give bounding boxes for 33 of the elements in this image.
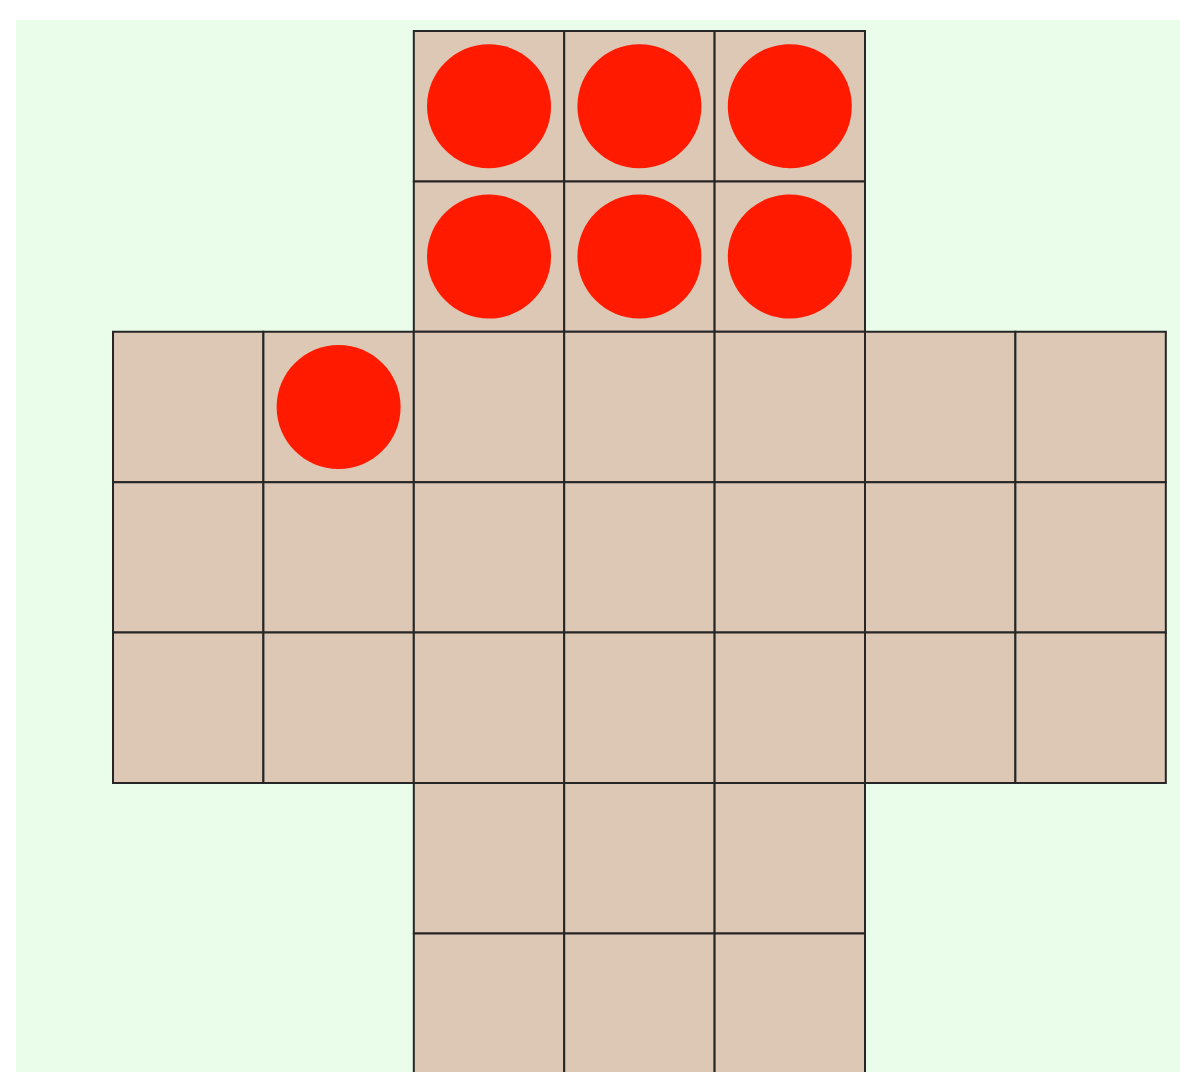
board-cell bbox=[1014, 631, 1167, 784]
board-cell bbox=[864, 481, 1017, 634]
board-cell bbox=[1014, 481, 1167, 634]
board-cell bbox=[713, 481, 866, 634]
board-cell bbox=[412, 330, 566, 484]
board-cell bbox=[563, 481, 716, 634]
board-cell bbox=[262, 631, 415, 784]
board-cell bbox=[713, 330, 866, 484]
board-cell bbox=[412, 932, 566, 1072]
board-cell bbox=[262, 481, 415, 634]
peg bbox=[276, 345, 401, 469]
board-cell bbox=[864, 631, 1017, 784]
peg bbox=[427, 44, 551, 169]
board-cell bbox=[563, 631, 716, 784]
peg bbox=[577, 194, 702, 319]
board-cell bbox=[563, 782, 716, 935]
board-cell bbox=[864, 330, 1017, 484]
board-cell bbox=[563, 330, 716, 484]
peg bbox=[577, 44, 702, 169]
board-cell bbox=[412, 631, 566, 784]
peg bbox=[727, 194, 852, 319]
board-cell bbox=[713, 631, 866, 784]
board-cell bbox=[112, 330, 265, 484]
board-cell bbox=[713, 932, 866, 1072]
board-cell bbox=[112, 631, 265, 784]
peg bbox=[727, 44, 852, 169]
peg bbox=[427, 194, 551, 319]
board-cell bbox=[412, 782, 566, 935]
board-cell bbox=[112, 481, 265, 634]
board-cell bbox=[1014, 330, 1167, 484]
board-cell bbox=[412, 481, 566, 634]
board-cell bbox=[713, 782, 866, 935]
board-cell bbox=[563, 932, 716, 1072]
